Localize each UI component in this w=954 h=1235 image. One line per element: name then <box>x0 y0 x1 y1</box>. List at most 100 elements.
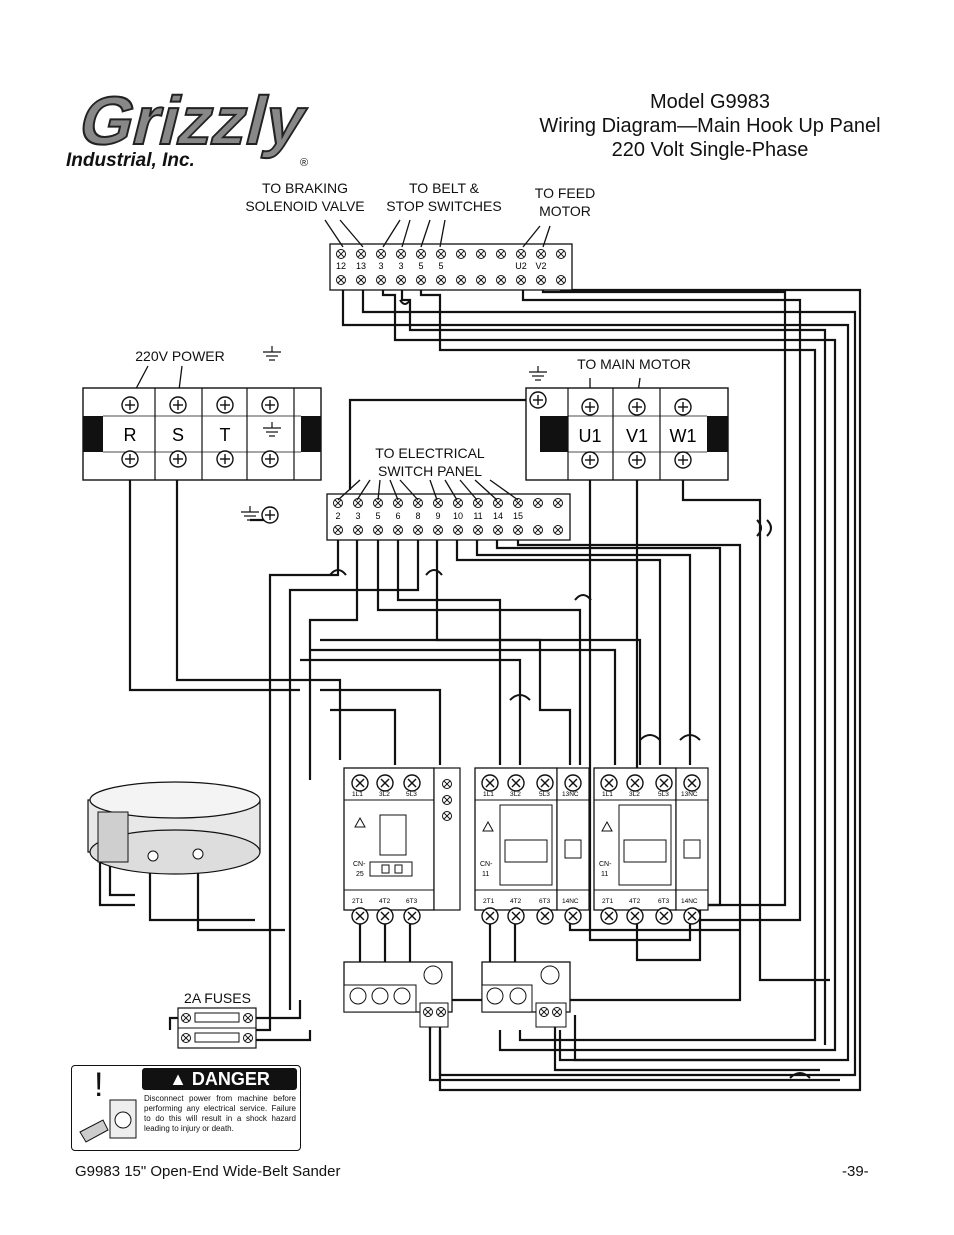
title-model: Model G9983 <box>649 91 771 113</box>
terminal-screw <box>436 275 446 285</box>
terminal-screw <box>396 275 406 285</box>
contactor-model-a: CN- <box>599 861 612 868</box>
transformer <box>87 781 261 875</box>
terminal-number: 3 <box>378 261 383 271</box>
wire-bundle <box>98 285 862 1092</box>
label-power: 220V POWER <box>135 348 225 364</box>
terminal-label: 2T1 <box>483 898 495 905</box>
terminal-number: 6 <box>395 511 400 521</box>
terminal-screw <box>536 275 546 285</box>
terminal-number: 2 <box>335 511 340 521</box>
footer-page-number: -39- <box>842 1163 869 1180</box>
contactor-model-a: CN- <box>353 861 366 868</box>
label-elec-line2: SWITCH PANEL <box>378 463 482 479</box>
terminal-screw <box>393 525 403 535</box>
terminal-screw <box>533 498 543 508</box>
power-terminal-block <box>82 387 322 481</box>
power-letter-t: T <box>220 425 231 445</box>
terminal-screw <box>356 275 366 285</box>
contactor-model-b: 25 <box>356 871 364 878</box>
power-letter-s: S <box>172 425 184 445</box>
footer-product: G9983 15" Open-End Wide-Belt Sander <box>75 1163 341 1180</box>
terminal-number: 13 <box>356 261 366 271</box>
terminal-number: 3 <box>355 511 360 521</box>
terminal-label: 5L3 <box>406 791 417 798</box>
switch-pointer-lines <box>337 479 519 501</box>
terminal-screw <box>433 525 443 535</box>
ground-icon <box>240 505 260 521</box>
contactor-cn25: CN- 25 1L1 3L2 5L3 2T1 4T2 6T3 <box>343 767 461 925</box>
page-title: Model G9983 Wiring Diagram—Main Hook Up … <box>470 90 950 162</box>
terminal-screw <box>536 249 546 259</box>
power-letter-r: R <box>124 425 137 445</box>
overload-relay-1 <box>343 961 453 1028</box>
terminal-label: 5L3 <box>539 791 550 798</box>
terminal-label: 5L3 <box>658 791 669 798</box>
terminal-screw <box>516 275 526 285</box>
terminal-screw <box>473 525 483 535</box>
terminal-label: 3L2 <box>379 791 390 798</box>
terminal-number: 8 <box>415 511 420 521</box>
terminal-screw <box>556 249 566 259</box>
danger-heading-text: DANGER <box>191 1069 270 1089</box>
terminal-screw <box>453 525 463 535</box>
terminal-screw <box>533 525 543 535</box>
terminal-screw <box>496 275 506 285</box>
danger-text: Disconnect power from machine before per… <box>144 1094 296 1133</box>
grizzly-logo: Grizzly Industrial, Inc. ® <box>66 81 316 170</box>
plug-icon <box>79 1099 137 1143</box>
terminal-label: 4T2 <box>629 898 641 905</box>
contactor-model-b: 11 <box>482 871 489 878</box>
terminal-number: 15 <box>513 511 523 521</box>
terminal-screw <box>396 249 406 259</box>
terminal-screw <box>473 498 483 508</box>
label-belt: TO BELT & STOP SWITCHES <box>378 179 510 215</box>
contactor-cn11-b: CN- 11 1L1 3L2 5L3 13NC 2T1 4T2 6T3 14NC <box>593 767 709 925</box>
terminal-screw <box>336 249 346 259</box>
terminal-screw <box>553 525 563 535</box>
label-belt-line1: TO BELT & <box>408 180 480 196</box>
terminal-label: 1L1 <box>602 791 613 798</box>
contactor-cn11-a: CN- 11 1L1 3L2 5L3 13NC 2T1 4T2 6T3 14NC <box>474 767 590 925</box>
terminal-label: 2T1 <box>352 898 364 905</box>
terminal-screw <box>416 275 426 285</box>
terminal-number: V2 <box>535 261 546 271</box>
danger-exclamation: ! <box>94 1066 104 1104</box>
overload-relay-2 <box>481 961 571 1028</box>
terminal-number: 5 <box>438 261 443 271</box>
terminal-label: 6T3 <box>658 898 670 905</box>
terminal-screw <box>416 249 426 259</box>
terminal-number: 14 <box>493 511 503 521</box>
terminal-screw <box>353 498 363 508</box>
terminal-screw <box>376 275 386 285</box>
label-feed-line1: TO FEED <box>534 185 596 201</box>
terminal-number: 5 <box>418 261 423 271</box>
terminal-label: 14NC <box>562 898 579 905</box>
terminal-screw <box>516 249 526 259</box>
label-elec-line1: TO ELECTRICAL <box>375 445 485 461</box>
motor-letter-w1: W1 <box>670 426 697 446</box>
terminal-screw <box>433 498 443 508</box>
terminal-label: 2T1 <box>602 898 614 905</box>
title-voltage: 220 Volt Single-Phase <box>611 139 809 161</box>
label-feed-line2: MOTOR <box>539 203 591 219</box>
label-fuses: 2A FUSES <box>184 990 251 1006</box>
contactor-model-b: 11 <box>601 871 608 878</box>
terminal-screw <box>453 498 463 508</box>
terminal-screw <box>353 525 363 535</box>
logo-wordmark: Grizzly <box>72 82 315 159</box>
title-diagram: Wiring Diagram—Main Hook Up Panel <box>539 115 881 137</box>
label-braking-line1: TO BRAKING <box>261 180 349 196</box>
logo-subtitle: Industrial, Inc. <box>66 150 195 170</box>
terminal-screw <box>496 249 506 259</box>
ground-icon <box>528 365 548 381</box>
terminal-screw <box>476 249 486 259</box>
terminal-screw <box>456 249 466 259</box>
terminal-screw <box>493 525 503 535</box>
label-braking: TO BRAKING SOLENOID VALVE <box>235 179 375 215</box>
danger-warning: ! ▲ DANGER Disconnect power from machine… <box>71 1065 301 1151</box>
terminal-screw <box>556 275 566 285</box>
terminal-screw <box>413 525 423 535</box>
terminal-screw <box>333 525 343 535</box>
